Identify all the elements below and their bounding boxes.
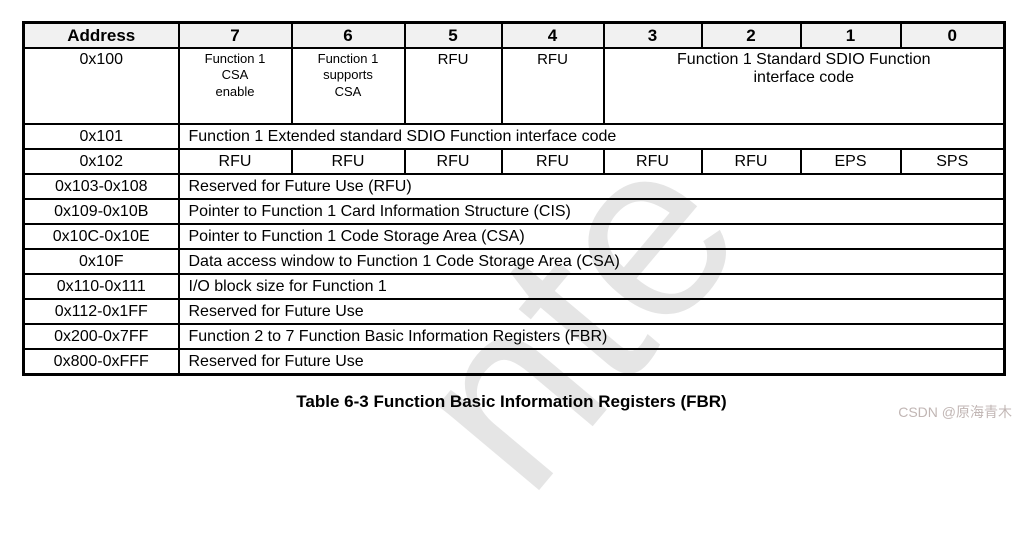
description-cell: Data access window to Function 1 Code St… <box>177 248 1006 275</box>
table-row: 0x109-0x10B Pointer to Function 1 Card I… <box>22 198 1006 225</box>
table-row: 0x10F Data access window to Function 1 C… <box>22 248 1006 275</box>
bit1-cell: EPS <box>799 148 902 175</box>
address-cell: 0x10F <box>22 248 180 275</box>
header-bit-1: 1 <box>799 21 902 49</box>
table-row: 0x10C-0x10E Pointer to Function 1 Code S… <box>22 223 1006 250</box>
bit4-cell: RFU <box>500 47 605 125</box>
header-row: Address 7 6 5 4 3 2 1 0 <box>22 21 1006 49</box>
description-cell: Reserved for Future Use <box>177 348 1006 376</box>
description-cell: Pointer to Function 1 Card Information S… <box>177 198 1006 225</box>
table-row-0x100: 0x100 Function 1 CSA enable Function 1 s… <box>22 47 1006 125</box>
bit6-cell: RFU <box>290 148 406 175</box>
description-cell: Reserved for Future Use (RFU) <box>177 173 1006 200</box>
table-row: 0x110-0x111 I/O block size for Function … <box>22 273 1006 300</box>
address-cell: 0x800-0xFFF <box>22 348 180 376</box>
csdn-watermark: CSDN @原海青木 <box>898 404 1012 420</box>
table-caption: Table 6-3 Function Basic Information Reg… <box>296 392 727 411</box>
description-cell: Reserved for Future Use <box>177 298 1006 325</box>
header-bit-7: 7 <box>177 21 293 49</box>
table-row: 0x112-0x1FF Reserved for Future Use <box>22 298 1006 325</box>
bit3-cell: RFU <box>602 148 703 175</box>
description-cell: Function 1 Extended standard SDIO Functi… <box>177 123 1006 150</box>
bits3-0-cell: Function 1 Standard SDIO Function interf… <box>602 47 1006 125</box>
bit7-cell: Function 1 CSA enable <box>177 47 293 125</box>
bit7-cell: RFU <box>177 148 293 175</box>
address-cell: 0x109-0x10B <box>22 198 180 225</box>
description-cell: Pointer to Function 1 Code Storage Area … <box>177 223 1006 250</box>
address-cell: 0x10C-0x10E <box>22 223 180 250</box>
description-cell: I/O block size for Function 1 <box>177 273 1006 300</box>
table-row: 0x103-0x108 Reserved for Future Use (RFU… <box>22 173 1006 200</box>
bit5-cell: RFU <box>403 148 503 175</box>
table-row: 0x800-0xFFF Reserved for Future Use <box>22 348 1006 376</box>
description-cell: Function 2 to 7 Function Basic Informati… <box>177 323 1006 350</box>
header-bit-5: 5 <box>403 21 503 49</box>
address-cell: 0x103-0x108 <box>22 173 180 200</box>
address-cell: 0x101 <box>22 123 180 150</box>
address-cell: 0x100 <box>22 47 180 125</box>
address-cell: 0x112-0x1FF <box>22 298 180 325</box>
table-row-0x101: 0x101 Function 1 Extended standard SDIO … <box>22 123 1006 150</box>
header-address: Address <box>22 21 180 49</box>
bit2-cell: RFU <box>700 148 802 175</box>
fbr-register-table: Address 7 6 5 4 3 2 1 0 0x100 Function 1… <box>22 21 1006 376</box>
address-cell: 0x110-0x111 <box>22 273 180 300</box>
header-bit-4: 4 <box>500 21 605 49</box>
bit5-cell: RFU <box>403 47 503 125</box>
bit6-cell: Function 1 supports CSA <box>290 47 406 125</box>
header-bit-0: 0 <box>899 21 1006 49</box>
table-row: 0x200-0x7FF Function 2 to 7 Function Bas… <box>22 323 1006 350</box>
address-cell: 0x102 <box>22 148 180 175</box>
header-bit-2: 2 <box>700 21 802 49</box>
bit4-cell: RFU <box>500 148 605 175</box>
table-row-0x102: 0x102 RFU RFU RFU RFU RFU RFU EPS SPS <box>22 148 1006 175</box>
address-cell: 0x200-0x7FF <box>22 323 180 350</box>
bit0-cell: SPS <box>899 148 1006 175</box>
header-bit-3: 3 <box>602 21 703 49</box>
header-bit-6: 6 <box>290 21 406 49</box>
